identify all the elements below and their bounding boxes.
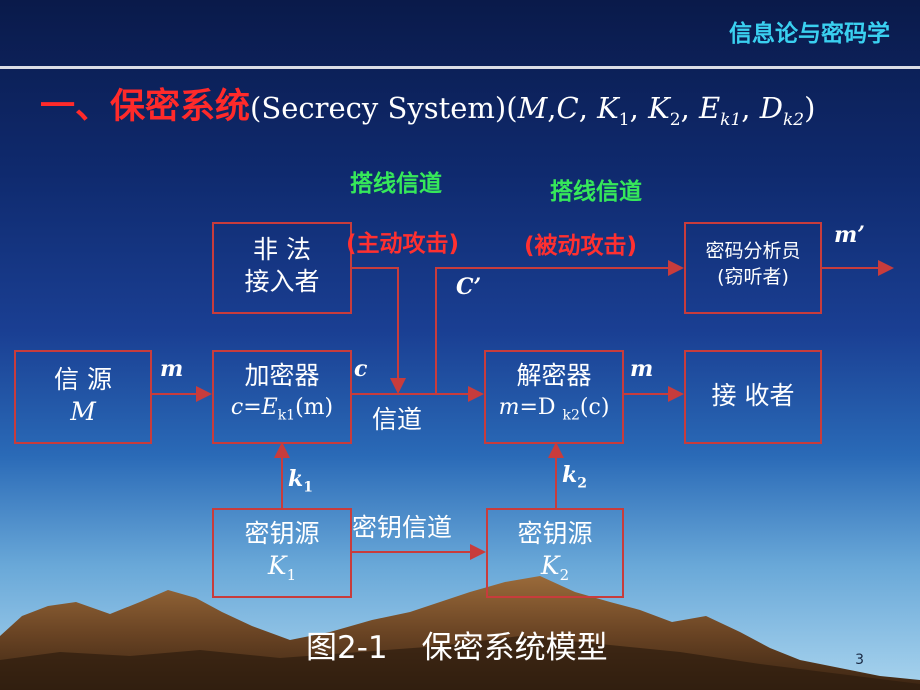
key-source-1-symbol: K1 <box>267 551 297 584</box>
active-attack-label: (主动攻击) <box>346 231 460 257</box>
illegal-label-2: 接入者 <box>244 267 320 296</box>
label-c-ciphertext: c <box>354 356 368 382</box>
receiver-box: 接 收者 <box>684 350 822 444</box>
arrow-channel-to-analyst <box>435 260 684 394</box>
title-main: 一、保密系统 <box>40 87 251 127</box>
analyst-label: 密码分析员 <box>705 240 801 262</box>
decryptor-box: 解密器 m=D k2(c) <box>484 350 624 444</box>
key-source-2-box: 密钥源 K2 <box>486 508 624 598</box>
source-box: 信 源 M <box>14 350 152 444</box>
tuple-c: C <box>556 91 579 125</box>
tuple-d: D <box>759 91 783 125</box>
page-number: 3 <box>855 652 864 668</box>
source-symbol: M <box>70 397 96 426</box>
tuple-k2: K <box>648 91 670 125</box>
label-k2: k2 <box>562 462 587 492</box>
encryptor-box: 加密器 c=Ek1(m) <box>212 350 352 444</box>
key-source-1-label: 密钥源 <box>244 519 320 548</box>
analyst-box: 密码分析员 (窃听者) <box>684 222 822 314</box>
decryptor-formula: m=D k2(c) <box>498 395 610 424</box>
passive-attack-label: (被动攻击) <box>524 233 638 259</box>
figure-caption: 图2-1 保密系统模型 <box>306 622 642 667</box>
title-subtitle: (Secrecy System)(M,C, K1, K2, Ek1, Dk2) <box>250 91 816 130</box>
figure-title: 保密系统模型 <box>421 630 608 666</box>
key-source-2-label: 密钥源 <box>517 519 593 548</box>
course-title: 信息论与密码学 <box>729 21 890 47</box>
figure-number: 图2-1 <box>306 630 388 666</box>
label-m-decrypted: m <box>630 356 654 382</box>
tuple-k1: K <box>597 91 619 125</box>
encryptor-label: 加密器 <box>244 361 320 390</box>
label-m-prime: m’ <box>834 222 865 248</box>
key-source-1-box: 密钥源 K1 <box>212 508 352 598</box>
source-label: 信 源 <box>54 365 112 394</box>
key-source-2-symbol: K2 <box>540 551 570 584</box>
encryptor-formula: c=Ek1(m) <box>230 395 334 424</box>
label-channel: 信道 <box>372 405 423 434</box>
label-m-plaintext: m <box>160 356 184 382</box>
header-divider <box>0 66 920 69</box>
tuple-m: M <box>517 91 548 125</box>
title-english: (Secrecy System) <box>250 91 507 125</box>
label-k1: k1 <box>288 466 313 496</box>
illegal-access-box: 非 法 接入者 <box>212 222 352 314</box>
label-key-channel: 密钥信道 <box>352 513 453 542</box>
slide-title: 一、保密系统(Secrecy System)(M,C, K1, K2, Ek1,… <box>40 78 815 130</box>
analyst-sublabel: (窃听者) <box>717 266 789 288</box>
receiver-label: 接 收者 <box>711 381 795 410</box>
wiretap-label-1: 搭线信道 <box>350 171 442 197</box>
illegal-label-1: 非 法 <box>253 235 311 264</box>
arrow-illegal-to-channel <box>352 267 406 394</box>
wiretap-label-2: 搭线信道 <box>550 179 642 205</box>
decryptor-label: 解密器 <box>516 361 592 390</box>
mountain-background <box>0 576 920 690</box>
label-c-prime: C’ <box>456 274 482 300</box>
tuple-e: E <box>699 91 721 125</box>
